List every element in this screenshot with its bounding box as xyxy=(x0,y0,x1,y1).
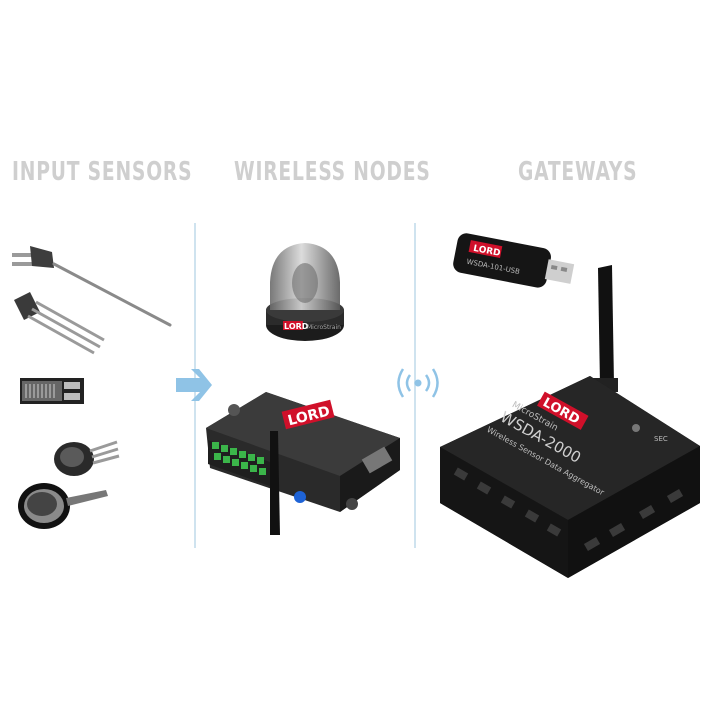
wsda-2000-gateway-icon: LORD MicroStrain WSDA-2000 Wireless Sens… xyxy=(440,265,700,578)
wireless-node-box-icon: LORD xyxy=(206,392,400,535)
wireless-signal-icon xyxy=(397,368,439,398)
divider-right xyxy=(414,223,416,548)
dome-node-logo: LORD xyxy=(284,322,309,331)
heading-wireless-nodes: WIRELESS NODES xyxy=(234,157,431,187)
usb-gateway-icon: LORD WSDA-101-USB xyxy=(453,233,575,288)
heading-input-sensors: INPUT SENSORS xyxy=(12,157,193,187)
dome-node-brand: MicroStrain xyxy=(307,324,341,331)
transistor-sensor-icon xyxy=(14,292,105,355)
force-sensor-small-icon xyxy=(54,440,120,476)
strain-gauge-icon xyxy=(20,378,84,404)
gateway-port-label: SEC xyxy=(654,435,668,443)
force-sensor-large-icon xyxy=(18,483,108,529)
thermocouple-probe-icon xyxy=(12,246,172,327)
dome-node-icon: LORD MicroStrain xyxy=(266,243,344,341)
heading-gateways: GATEWAYS xyxy=(518,157,638,187)
flow-arrow-icon xyxy=(176,369,212,401)
